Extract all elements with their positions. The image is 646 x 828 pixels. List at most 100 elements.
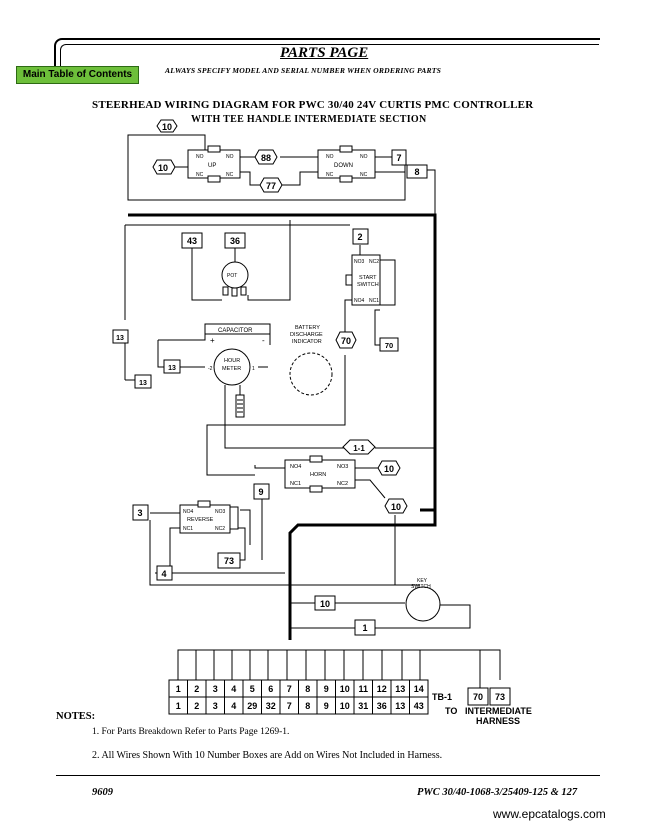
svg-text:88: 88 xyxy=(261,153,271,163)
tb-extra-cell-1: 70 xyxy=(473,692,483,702)
up-label: UP xyxy=(208,163,216,169)
svg-text:10: 10 xyxy=(158,163,168,173)
svg-text:NC2: NC2 xyxy=(215,526,225,532)
svg-text:8: 8 xyxy=(414,167,419,177)
wire-label-73: 73 xyxy=(217,552,241,569)
svg-text:BATTERY: BATTERY xyxy=(295,325,320,331)
wire-label-10-top: 10 xyxy=(156,119,178,133)
tb-bottom-cell-9: 9 xyxy=(324,701,329,711)
footer-model-code: PWC 30/40-1068-3/25409-125 & 127 xyxy=(417,787,578,798)
wire xyxy=(290,604,471,629)
svg-text:13: 13 xyxy=(139,380,147,387)
svg-text:-2: -2 xyxy=(208,366,213,372)
tb-extra-cell-1-box xyxy=(467,687,489,706)
tb-top-cell-11: 11 xyxy=(358,684,368,694)
wire-label-88: 88 xyxy=(254,149,278,165)
svg-text:NC1: NC1 xyxy=(290,481,301,487)
svg-text:NO4: NO4 xyxy=(354,298,365,304)
watermark: www.epcatalogs.com xyxy=(493,807,606,821)
svg-text:SWITCH: SWITCH xyxy=(357,282,379,288)
tb-bottom-cell-14: 43 xyxy=(414,701,424,711)
svg-text:NO: NO xyxy=(360,154,368,160)
wire xyxy=(224,385,345,449)
footer-date-code: 9609 xyxy=(92,787,113,798)
svg-text:NC: NC xyxy=(360,172,368,178)
wire-label-8: 8 xyxy=(406,164,428,179)
svg-text:10: 10 xyxy=(391,502,401,512)
tb-top-cell-12: 12 xyxy=(377,684,387,694)
svg-text:70: 70 xyxy=(341,336,351,346)
svg-text:NO3: NO3 xyxy=(337,464,348,470)
svg-text:NC2: NC2 xyxy=(369,259,379,265)
wire xyxy=(247,220,291,301)
wire xyxy=(157,340,165,368)
tb-top-cell-2: 2 xyxy=(194,684,199,694)
tb-bottom-cell-3: 3 xyxy=(213,701,218,711)
wire-label-77: 77 xyxy=(259,177,283,193)
svg-text:13: 13 xyxy=(116,335,124,342)
svg-text:NO: NO xyxy=(196,154,204,160)
harness-label-1: INTERMEDIATE xyxy=(465,706,532,716)
svg-text:7: 7 xyxy=(396,153,401,163)
tb-bottom-cell-13: 13 xyxy=(395,701,405,711)
page-title: PARTS PAGE xyxy=(280,45,369,61)
wire xyxy=(374,309,380,346)
wire-bus xyxy=(177,649,501,680)
svg-text:2: 2 xyxy=(357,232,362,242)
tb-top-cell-8: 8 xyxy=(305,684,310,694)
horn-switch: NO4 NO3 HORN NC1 NC2 xyxy=(284,455,356,493)
tb-bottom-cell-6: 32 xyxy=(266,701,276,711)
tb-top-cell-9: 9 xyxy=(324,684,329,694)
svg-text:10: 10 xyxy=(320,599,330,609)
header-frame xyxy=(54,38,600,82)
notes-header: NOTES: xyxy=(56,711,96,722)
wire xyxy=(240,509,251,545)
start-switch: NO3 NC2 START SWITCH NO4 NC1 xyxy=(345,254,381,306)
note-1: 1. For Parts Breakdown Refer to Parts Pa… xyxy=(92,727,290,737)
svg-text:NO3: NO3 xyxy=(354,259,365,265)
svg-text:73: 73 xyxy=(224,556,234,566)
header-frame-inner xyxy=(60,44,599,81)
wire-label-9: 9 xyxy=(253,483,270,500)
tb-bottom-cell-11: 31 xyxy=(358,701,368,711)
svg-text:HOUR: HOUR xyxy=(224,358,240,364)
wire xyxy=(254,465,285,469)
svg-text:77: 77 xyxy=(266,181,276,191)
tb-top-cell-6: 6 xyxy=(268,684,273,694)
wire xyxy=(165,134,206,152)
svg-text:1: 1 xyxy=(252,366,255,372)
tb-top-cell-5: 5 xyxy=(250,684,255,694)
wire-label-10-horn: 10 xyxy=(377,460,401,476)
svg-text:+: + xyxy=(210,336,215,345)
svg-text:NO4: NO4 xyxy=(183,509,194,515)
tb-bottom-cell-10: 10 xyxy=(340,701,350,711)
svg-text:METER: METER xyxy=(222,366,241,372)
tb-bottom-cell-5: 29 xyxy=(247,701,257,711)
tb-bottom-cell-8: 8 xyxy=(305,701,310,711)
wire xyxy=(127,134,406,201)
down-label: DOWN xyxy=(334,163,353,169)
tb-top-cell-7: 7 xyxy=(287,684,292,694)
wire-drops xyxy=(195,650,481,688)
hour-meter: HOUR METER -2 1 xyxy=(208,348,255,418)
svg-text:NO3: NO3 xyxy=(215,509,226,515)
tb-top-cell-13: 13 xyxy=(395,684,405,694)
wire xyxy=(191,248,222,301)
main-table-of-contents-link[interactable]: Main Table of Contents xyxy=(16,66,139,84)
svg-text:KEY: KEY xyxy=(417,578,428,584)
tb-top-cell-3: 3 xyxy=(213,684,218,694)
wire-label-70-box: 70 xyxy=(379,337,399,352)
svg-text:10: 10 xyxy=(384,464,394,474)
wire-label-13-c: 13 xyxy=(134,374,152,389)
wire-label-10-horn-b: 10 xyxy=(384,498,408,514)
key-switch: KEY SWITCH xyxy=(405,578,441,622)
diagram-subtitle: WITH TEE HANDLE INTERMEDIATE SECTION xyxy=(191,114,427,125)
svg-text:DISCHARGE: DISCHARGE xyxy=(290,332,323,338)
svg-text:NC: NC xyxy=(196,172,204,178)
wire-label-7: 7 xyxy=(391,149,407,166)
wire-label-2: 2 xyxy=(352,228,369,245)
footer-divider xyxy=(56,775,600,776)
